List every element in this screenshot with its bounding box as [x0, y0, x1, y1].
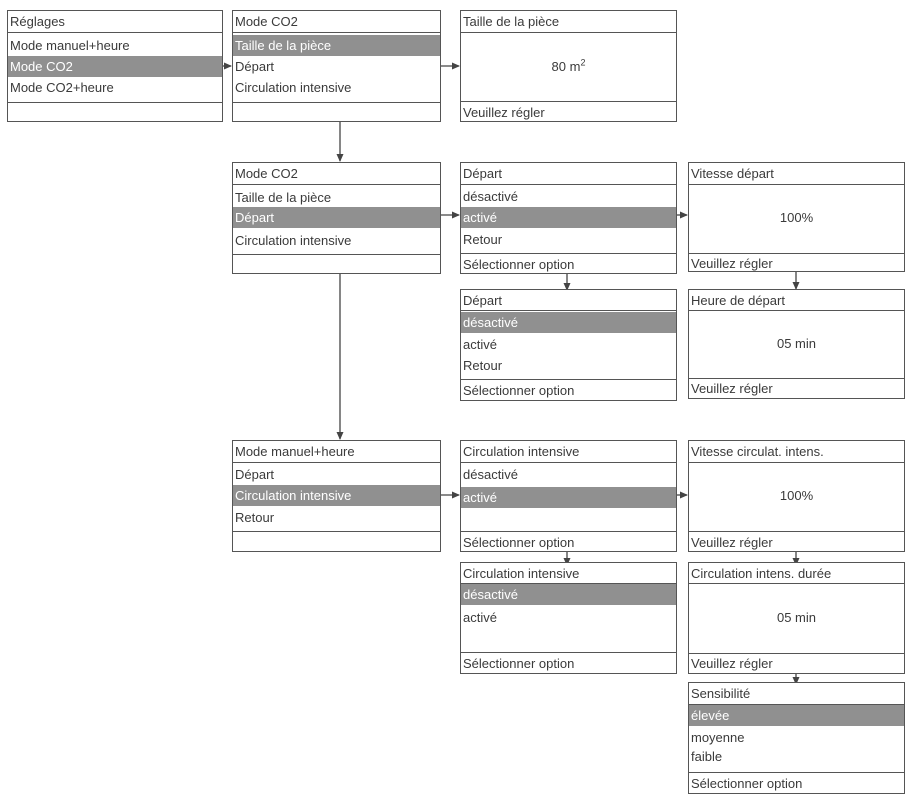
menu-item[interactable]: désactivé: [463, 189, 518, 204]
menu-item[interactable]: Retour: [463, 232, 503, 247]
menu-item[interactable]: Taille de la pièce: [235, 190, 332, 205]
menu-title: Mode CO2: [235, 166, 298, 181]
menu-reglages: Réglages Mode manuel+heure Mode CO2 Mode…: [7, 10, 223, 122]
menu-item[interactable]: Mode manuel+heure: [10, 38, 130, 53]
menu-title: Départ: [463, 166, 503, 181]
value-display: 100%: [779, 210, 814, 225]
menu-item-selected[interactable]: Taille de la pièce: [233, 35, 440, 56]
value-display: 100%: [779, 488, 814, 503]
menu-vitesse-depart: Vitesse départ 100% Veuillez régler: [688, 162, 905, 272]
menu-item[interactable]: activé: [463, 610, 497, 625]
menu-item[interactable]: Retour: [463, 358, 503, 373]
menu-depart-active: Départ désactivé activé Retour Sélection…: [460, 162, 677, 274]
menu-item[interactable]: Départ: [235, 467, 275, 482]
menu-title: Vitesse départ: [691, 166, 774, 181]
menu-footer: Veuillez régler: [691, 535, 773, 550]
menu-title: Circulation intensive: [463, 444, 580, 459]
menu-mode-co2-depart: Mode CO2 Taille de la pièce Départ Circu…: [232, 162, 441, 274]
menu-footer: Veuillez régler: [691, 256, 773, 271]
menu-title: Départ: [463, 293, 503, 308]
menu-footer: Sélectionner option: [463, 257, 575, 272]
menu-item-selected[interactable]: élevée: [689, 705, 904, 726]
menu-item[interactable]: Circulation intensive: [235, 80, 352, 95]
menu-title: Circulation intens. durée: [691, 566, 832, 581]
menu-depart-desactive: Départ désactivé activé Retour Sélection…: [460, 289, 677, 401]
menu-item-selected[interactable]: Mode CO2: [8, 56, 222, 77]
menu-taille-piece: Taille de la pièce 80 m2 Veuillez régler: [460, 10, 677, 122]
menu-footer: Veuillez régler: [463, 105, 545, 120]
menu-circulation-desactive: Circulation intensive désactivé activé S…: [460, 562, 677, 674]
menu-title: Sensibilité: [691, 686, 751, 701]
menu-title: Vitesse circulat. intens.: [691, 444, 824, 459]
value-display: 05 min: [776, 336, 817, 351]
menu-item-selected[interactable]: Départ: [233, 207, 440, 228]
value-superscript: 2: [580, 57, 586, 68]
menu-heure-depart: Heure de départ 05 min Veuillez régler: [688, 289, 905, 399]
value-display: 80 m2: [461, 57, 676, 77]
menu-circulation-duree: Circulation intens. durée 05 min Veuille…: [688, 562, 905, 674]
menu-title: Circulation intensive: [463, 566, 580, 581]
menu-title: Mode CO2: [235, 14, 298, 29]
menu-mode-co2: Mode CO2 Taille de la pièce Départ Circu…: [232, 10, 441, 122]
menu-item[interactable]: activé: [463, 337, 497, 352]
value-text: 80 m: [551, 59, 581, 74]
menu-sensibilite: Sensibilité élevée moyenne faible Sélect…: [688, 682, 905, 794]
menu-mode-manuel-heure: Mode manuel+heure Départ Circulation int…: [232, 440, 441, 552]
menu-item[interactable]: Retour: [235, 510, 275, 525]
menu-item[interactable]: Départ: [235, 59, 275, 74]
menu-item-selected[interactable]: désactivé: [461, 312, 676, 333]
menu-circulation-active: Circulation intensive désactivé activé S…: [460, 440, 677, 552]
menu-item[interactable]: Mode CO2+heure: [10, 80, 114, 95]
menu-footer: Sélectionner option: [691, 776, 803, 791]
menu-footer: Veuillez régler: [691, 656, 773, 671]
menu-footer: Sélectionner option: [463, 656, 575, 671]
menu-item[interactable]: désactivé: [463, 467, 518, 482]
menu-item-selected[interactable]: activé: [461, 487, 676, 508]
menu-item-selected[interactable]: désactivé: [461, 584, 676, 605]
menu-title: Réglages: [10, 14, 65, 29]
menu-footer: Veuillez régler: [691, 381, 773, 396]
menu-title: Mode manuel+heure: [235, 444, 355, 459]
menu-footer: Sélectionner option: [463, 383, 575, 398]
menu-vitesse-circulation: Vitesse circulat. intens. 100% Veuillez …: [688, 440, 905, 552]
menu-footer: Sélectionner option: [463, 535, 575, 550]
menu-item[interactable]: moyenne: [691, 730, 745, 745]
menu-title: Heure de départ: [691, 293, 785, 308]
menu-item-selected[interactable]: Circulation intensive: [233, 485, 440, 506]
menu-title: Taille de la pièce: [463, 14, 560, 29]
menu-item[interactable]: Circulation intensive: [235, 233, 352, 248]
value-display: 05 min: [776, 610, 817, 625]
menu-item-selected[interactable]: activé: [461, 207, 676, 228]
menu-item[interactable]: faible: [691, 749, 723, 764]
